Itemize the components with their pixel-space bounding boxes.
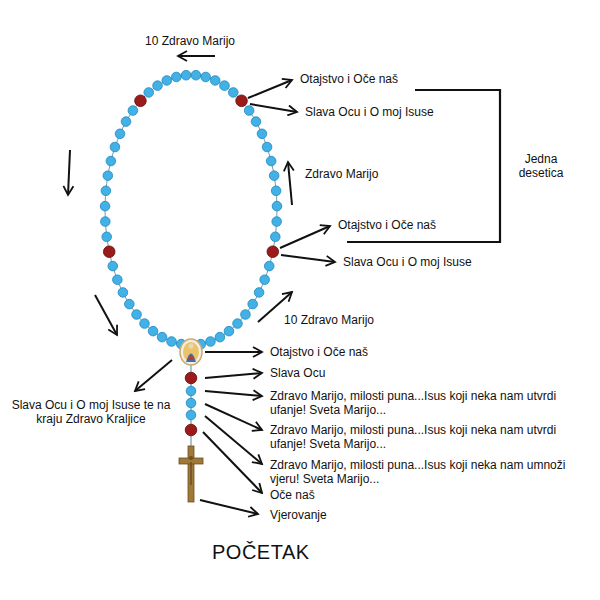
- blue-bead: [201, 72, 211, 82]
- blue-bead: [132, 310, 142, 320]
- arrow: [205, 391, 262, 396]
- rosary-chain: [105, 75, 277, 345]
- prayer-label: Oče naš: [270, 488, 410, 502]
- blue-bead: [210, 76, 220, 86]
- arrow: [205, 404, 262, 430]
- red-bead: [185, 372, 197, 384]
- blue-bead: [172, 72, 182, 82]
- blue-bead: [181, 70, 191, 80]
- blue-bead: [101, 186, 111, 196]
- blue-bead: [162, 76, 172, 86]
- medal: [180, 339, 202, 365]
- prayer-label: Slava Ocu i O moj Isuse: [343, 255, 503, 269]
- blue-bead: [272, 217, 282, 227]
- prayer-label: Otajstvo i Oče naš: [338, 218, 478, 232]
- blue-bead: [125, 299, 135, 309]
- blue-bead: [153, 81, 163, 91]
- blue-bead: [144, 88, 154, 98]
- blue-bead: [106, 156, 116, 166]
- prayer-label: Slava Ocu i O moj Isuse: [305, 105, 465, 119]
- prayer-label: Zdravo Marijo, milosti puna...Isus koji …: [270, 458, 570, 486]
- arrow: [68, 150, 70, 195]
- prayer-label: Zdravo Marijo, milosti puna...Isus koji …: [270, 389, 570, 417]
- prayer-label: Vjerovanje: [270, 508, 410, 522]
- blue-bead: [115, 129, 125, 139]
- red-bead: [236, 95, 248, 107]
- blue-bead: [186, 410, 196, 420]
- blue-bead: [262, 142, 272, 152]
- blue-bead: [191, 70, 201, 80]
- arrow: [281, 255, 335, 262]
- blue-bead: [100, 201, 110, 211]
- prayer-label: Zdravo Marijo: [305, 167, 415, 181]
- blue-bead: [264, 261, 274, 271]
- prayer-label: 10 Zdravo Marijo: [145, 34, 265, 48]
- blue-bead: [248, 299, 258, 309]
- blue-bead: [233, 319, 243, 329]
- blue-bead: [266, 156, 276, 166]
- prayer-label: Slava Ocu i O moj Isuse te na kraju Zdra…: [2, 398, 180, 426]
- blue-bead: [215, 332, 225, 342]
- blue-bead: [206, 337, 216, 347]
- blue-bead: [220, 81, 230, 91]
- bead-group: [100, 70, 282, 435]
- start-label: POČETAK: [212, 540, 342, 564]
- bracket-label: Jedna desetica: [510, 152, 572, 180]
- prayer-label: 10 Zdravo Marijo: [284, 313, 414, 327]
- blue-bead: [148, 326, 158, 336]
- arrow: [250, 104, 297, 112]
- blue-bead: [102, 232, 112, 242]
- arrow: [95, 295, 117, 335]
- arrow: [205, 416, 262, 464]
- arrow: [200, 500, 258, 514]
- blue-bead: [167, 337, 177, 347]
- red-bead: [267, 246, 279, 258]
- blue-bead: [118, 288, 128, 298]
- blue-bead: [269, 171, 279, 181]
- arrow: [280, 226, 330, 248]
- blue-bead: [101, 217, 111, 227]
- blue-bead: [260, 275, 270, 285]
- blue-bead: [128, 106, 138, 116]
- red-bead: [103, 246, 115, 258]
- arrow: [178, 55, 215, 57]
- blue-bead: [108, 261, 118, 271]
- blue-bead: [224, 326, 234, 336]
- red-bead: [185, 424, 197, 436]
- arrow: [248, 80, 292, 98]
- blue-bead: [251, 117, 261, 127]
- blue-bead: [186, 398, 196, 408]
- blue-bead: [228, 88, 238, 98]
- crucifix: [179, 446, 203, 502]
- blue-bead: [186, 386, 196, 396]
- arrow: [205, 351, 262, 353]
- blue-bead: [271, 186, 281, 196]
- blue-bead: [257, 129, 267, 139]
- blue-bead: [113, 275, 123, 285]
- arrow: [288, 162, 292, 205]
- arrow: [135, 360, 172, 391]
- blue-bead: [140, 319, 150, 329]
- blue-bead: [241, 310, 251, 320]
- arrow: [203, 432, 262, 493]
- blue-bead: [157, 332, 167, 342]
- arrow: [205, 373, 262, 378]
- prayer-label: Zdravo Marijo, milosti puna...Isus koji …: [270, 423, 570, 451]
- prayer-label: Otajstvo i Oče naš: [270, 345, 410, 359]
- prayer-label: Slava Ocu: [270, 366, 410, 380]
- blue-bead: [121, 117, 131, 127]
- blue-bead: [244, 106, 254, 116]
- blue-bead: [110, 142, 120, 152]
- blue-bead: [254, 288, 264, 298]
- blue-bead: [272, 201, 282, 211]
- prayer-label: Otajstvo i Oče naš: [300, 72, 412, 86]
- blue-bead: [270, 232, 280, 242]
- red-bead: [135, 95, 147, 107]
- blue-bead: [103, 171, 113, 181]
